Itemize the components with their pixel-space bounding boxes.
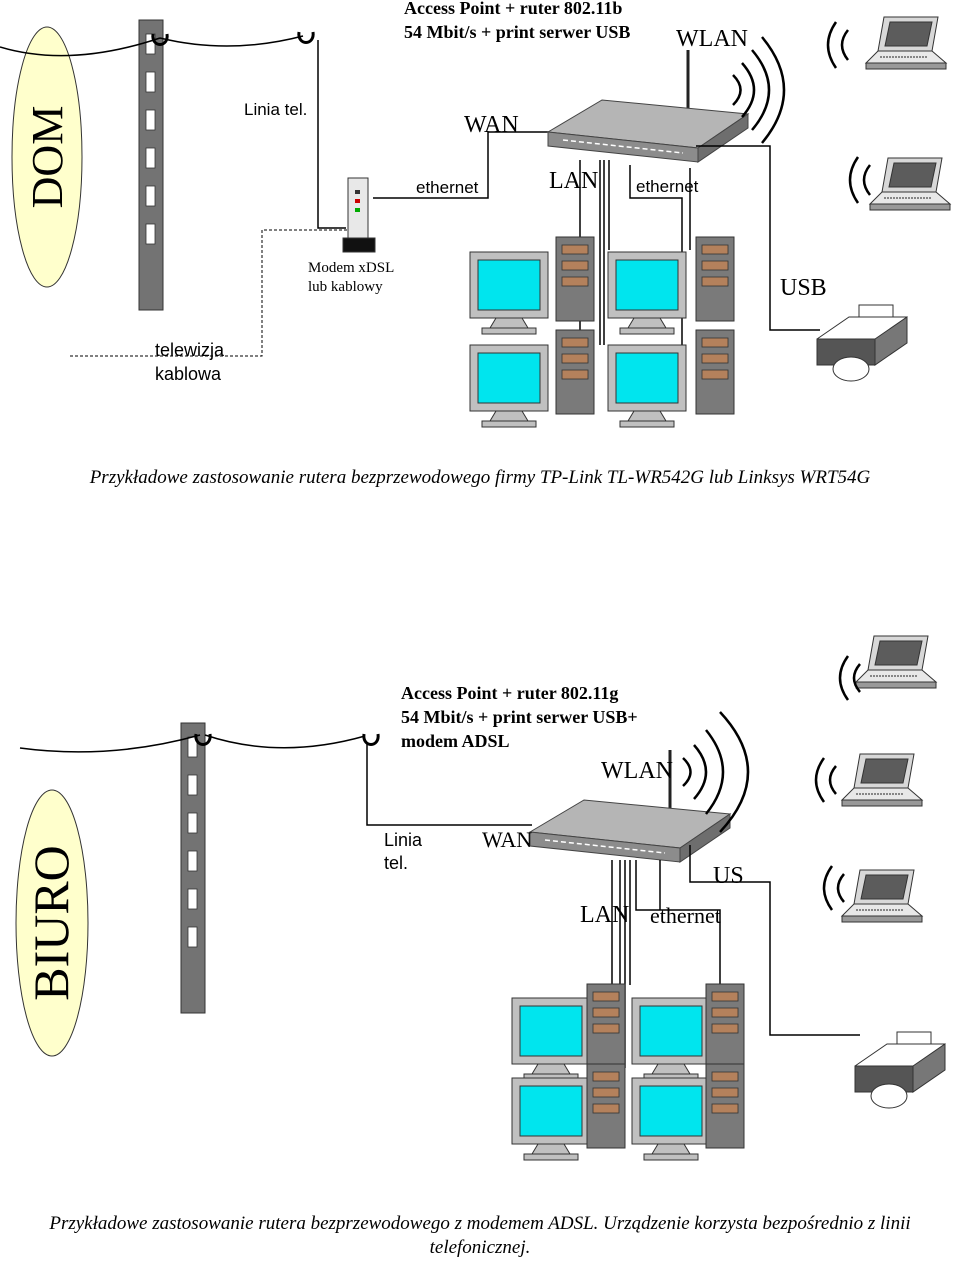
laptop-icon (841, 869, 923, 923)
wan-cable (373, 131, 552, 199)
tower-pc-icon (586, 1063, 626, 1149)
printer-icon (854, 1031, 946, 1109)
wlan-label: WLAN (676, 26, 748, 52)
phone-wire (0, 37, 161, 57)
tower-pc-icon (555, 329, 595, 415)
ap-title-line1: Access Point + ruter 802.11b (404, 0, 622, 18)
ap-title-line1: Access Point + ruter 802.11g (401, 683, 618, 703)
ap-title-line2: 54 Mbit/s + print serwer USB (404, 22, 630, 42)
cable-tv-line (70, 229, 348, 357)
tower-pc-icon (705, 1063, 745, 1149)
lan-label: LAN (549, 168, 598, 194)
laptop-wifi-icon (822, 865, 845, 911)
laptop-wifi-icon (814, 757, 837, 803)
location-bubble-dom (11, 26, 83, 288)
laptop-icon (855, 635, 937, 689)
location-label-biuro: BIURO (23, 845, 79, 1001)
ap-title-line3: modem ADSL (401, 731, 510, 751)
top-diagram: DOM (0, 0, 951, 428)
phone-line-cable (366, 742, 532, 826)
ap-title-line2: 54 Mbit/s + print serwer USB+ (401, 707, 638, 727)
phone-line-cable (317, 40, 346, 229)
wlan-label: WLAN (601, 758, 673, 784)
telephone-pole-icon (180, 722, 206, 1014)
phone-line-label-line2: tel. (384, 853, 408, 873)
modem-icon (342, 177, 376, 253)
lan-label: LAN (580, 902, 629, 928)
wan-label: WAN (482, 827, 532, 852)
insulator-icon (362, 732, 380, 746)
monitor-icon (607, 344, 687, 428)
monitor-icon (469, 251, 549, 335)
tower-pc-icon (695, 236, 735, 322)
phone-line-label-line1: Linia (384, 830, 423, 850)
laptop-icon (865, 16, 947, 70)
ethernet-label-right: ethernet (636, 177, 699, 196)
monitor-icon (631, 997, 711, 1081)
telephone-pole-icon (138, 19, 164, 311)
monitor-icon (511, 1077, 591, 1161)
phone-wire (159, 35, 304, 47)
monitor-icon (631, 1077, 711, 1161)
laptop-wifi-icon (848, 156, 872, 204)
ethernet-label: ethernet (650, 903, 721, 928)
monitor-icon (511, 997, 591, 1081)
tower-pc-icon (705, 983, 745, 1069)
cable-tv-label-line1: telewizja (155, 340, 225, 360)
usb-cable (696, 145, 820, 331)
laptop-wifi-icon (838, 655, 861, 701)
bottom-caption-line1: Przykładowe zastosowanie rutera bezprzew… (49, 1213, 911, 1234)
usb-cable (689, 845, 860, 1036)
modem-label-line2: lub kablowy (308, 279, 383, 295)
top-caption: Przykładowe zastosowanie rutera bezprzew… (89, 467, 871, 488)
phone-wire (19, 734, 201, 753)
cable-tv-label-line2: kablowa (155, 364, 222, 384)
router-icon (546, 48, 750, 164)
monitor-icon (607, 251, 687, 335)
tower-pc-icon (555, 236, 595, 322)
usb-label: US (713, 863, 744, 889)
laptop-icon (869, 157, 951, 211)
ethernet-label-left: ethernet (416, 178, 479, 197)
wan-label: WAN (464, 112, 519, 138)
laptop-wifi-icon (826, 21, 850, 69)
location-bubble-biuro (15, 789, 89, 1057)
phone-wire (204, 734, 366, 749)
tower-pc-icon (695, 329, 735, 415)
modem-label-line1: Modem xDSL (308, 260, 394, 276)
monitor-icon (469, 344, 549, 428)
tower-pc-icon (586, 983, 626, 1069)
bottom-caption: Przykładowe zastosowanie rutera bezprzew… (0, 1212, 960, 1260)
usb-label: USB (780, 275, 827, 301)
wifi-waves-icon (682, 711, 750, 833)
location-label-dom: DOM (23, 106, 72, 209)
laptop-icon (841, 753, 923, 807)
printer-icon (816, 304, 908, 382)
bottom-diagram: BIURO (15, 635, 946, 1161)
wifi-waves-icon (732, 36, 786, 144)
phone-line-label: Linia tel. (244, 100, 307, 119)
bottom-caption-line2: telefonicznej. (429, 1237, 531, 1258)
